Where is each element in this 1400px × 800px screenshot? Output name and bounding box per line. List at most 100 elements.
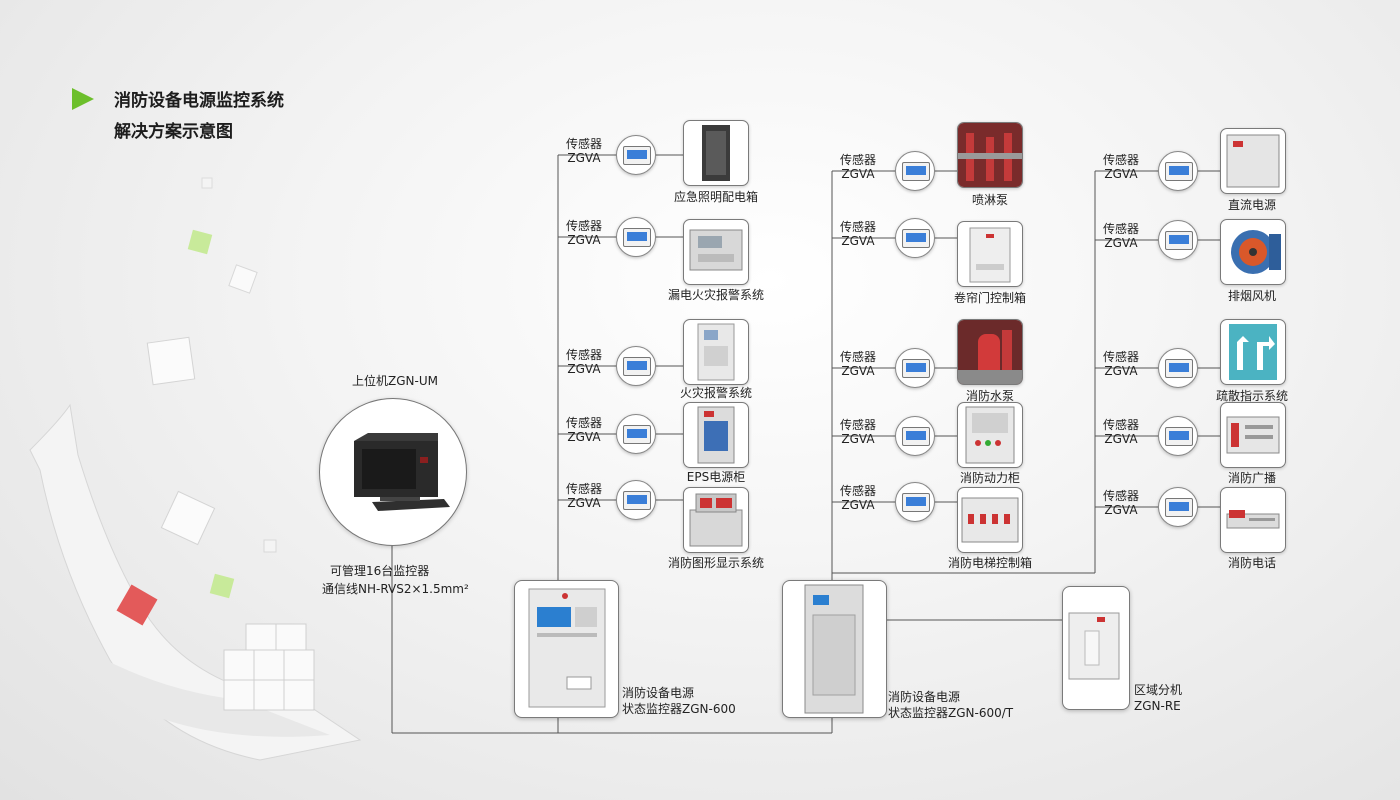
controller-600t-label-1: 消防设备电源 <box>888 690 961 704</box>
title-line-1: 消防设备电源监控系统 <box>114 91 284 111</box>
device-0-1[interactable] <box>683 219 749 285</box>
device-label: 消防水泵 <box>965 389 1014 403</box>
sensor-zgva-icon[interactable] <box>616 346 656 386</box>
device-label: 消防广播 <box>1227 471 1276 485</box>
device-label: 漏电火灾报警系统 <box>667 288 764 302</box>
device-label: 火灾报警系统 <box>679 386 752 400</box>
device-equipment-icon <box>1226 416 1280 454</box>
sensor-zgva-icon[interactable] <box>895 348 935 388</box>
region-unit-label-2: ZGN-RE <box>1134 699 1181 713</box>
region-unit-label-1: 区域分机 <box>1134 683 1183 697</box>
device-2-4[interactable] <box>1220 487 1286 553</box>
sensor-zgva-icon[interactable] <box>895 416 935 456</box>
device-1-0[interactable] <box>957 122 1023 188</box>
sensor-zgva-icon[interactable] <box>616 414 656 454</box>
device-0-4[interactable] <box>683 487 749 553</box>
sensor-label-line1: 传感器 <box>839 220 876 234</box>
device-0-3[interactable] <box>683 402 749 468</box>
sensor-zgva-icon[interactable] <box>1158 487 1198 527</box>
device-equipment-icon <box>1226 134 1280 188</box>
sensor-label-line1: 传感器 <box>1102 489 1139 503</box>
controller-zgn-600[interactable] <box>514 580 619 718</box>
device-label: 消防电话 <box>1227 556 1276 570</box>
region-box-icon <box>1068 612 1120 680</box>
sensor-label-line1: 传感器 <box>839 153 876 167</box>
play-arrow-icon <box>72 88 94 110</box>
sensor-label-line2: ZGVA <box>567 430 601 444</box>
sensor-label-line2: ZGVA <box>841 167 875 181</box>
controller-600-label-2: 状态监控器ZGN-600 <box>622 702 736 716</box>
device-equipment-icon <box>689 493 743 547</box>
device-2-3[interactable] <box>1220 402 1286 468</box>
device-1-1[interactable] <box>957 221 1023 287</box>
sensor-label-line2: ZGVA <box>1104 503 1138 517</box>
device-1-4[interactable] <box>957 487 1023 553</box>
controller-zgn-600t[interactable] <box>782 580 887 718</box>
device-1-3[interactable] <box>957 402 1023 468</box>
sensor-zgva-icon[interactable] <box>1158 220 1198 260</box>
sensor-zgva-icon[interactable] <box>616 480 656 520</box>
device-label: 消防电梯控制箱 <box>947 556 1032 570</box>
device-equipment-icon <box>1231 230 1281 274</box>
sensor-zgva-icon[interactable] <box>895 151 935 191</box>
region-unit-zgn-re[interactable] <box>1062 586 1130 710</box>
sensor-label-line1: 传感器 <box>1102 350 1139 364</box>
device-1-2[interactable] <box>957 319 1023 385</box>
device-equipment-icon <box>961 497 1019 543</box>
device-label: 直流电源 <box>1227 198 1276 212</box>
sensor-label-line1: 传感器 <box>839 418 876 432</box>
device-equipment-icon <box>969 227 1011 283</box>
sensor-label-line2: ZGVA <box>567 233 601 247</box>
sensor-label-line2: ZGVA <box>567 496 601 510</box>
device-label: 应急照明配电箱 <box>673 190 758 204</box>
sensor-zgva-icon[interactable] <box>1158 151 1198 191</box>
sensor-zgva-icon[interactable] <box>616 217 656 257</box>
device-label: 消防动力柜 <box>959 471 1020 485</box>
device-equipment-icon <box>689 229 743 271</box>
sensor-label-line2: ZGVA <box>1104 432 1138 446</box>
sensor-zgva-icon[interactable] <box>1158 348 1198 388</box>
title-line-2: 解决方案示意图 <box>114 122 233 142</box>
device-label: 消防图形显示系统 <box>667 556 764 570</box>
host-computer <box>319 398 467 546</box>
monitor-cabinet-tall-icon <box>804 584 864 714</box>
device-2-2[interactable] <box>1220 319 1286 385</box>
sensor-zgva-icon[interactable] <box>895 482 935 522</box>
decorative-arrow-graphic <box>29 177 362 761</box>
sensor-zgva-icon[interactable] <box>616 135 656 175</box>
sensor-label-line1: 传感器 <box>1102 153 1139 167</box>
sensor-zgva-icon[interactable] <box>1158 416 1198 456</box>
sensor-label-line1: 传感器 <box>1102 222 1139 236</box>
sensor-label-line2: ZGVA <box>567 362 601 376</box>
sensor-label-line2: ZGVA <box>841 234 875 248</box>
sensor-label-line2: ZGVA <box>841 432 875 446</box>
host-note-1: 可管理16台监控器 <box>330 564 430 578</box>
device-2-1[interactable] <box>1220 219 1286 285</box>
sensor-label-line1: 传感器 <box>565 348 602 362</box>
device-equipment-icon <box>965 406 1015 464</box>
device-2-0[interactable] <box>1220 128 1286 194</box>
device-equipment-icon <box>697 406 735 464</box>
controller-600t-label-2: 状态监控器ZGN-600/T <box>888 706 1014 720</box>
computer-icon <box>354 433 450 511</box>
device-equipment-icon <box>1226 510 1280 529</box>
device-0-2[interactable] <box>683 319 749 385</box>
sensor-zgva-icon[interactable] <box>895 218 935 258</box>
sensor-label-line2: ZGVA <box>841 498 875 512</box>
sensor-label-line1: 传感器 <box>839 350 876 364</box>
device-0-0[interactable] <box>683 120 749 186</box>
host-label: 上位机ZGN-UM <box>352 374 438 388</box>
device-equipment-icon <box>702 125 730 181</box>
controller-600-label-1: 消防设备电源 <box>622 686 695 700</box>
device-label: 喷淋泵 <box>971 193 1008 207</box>
